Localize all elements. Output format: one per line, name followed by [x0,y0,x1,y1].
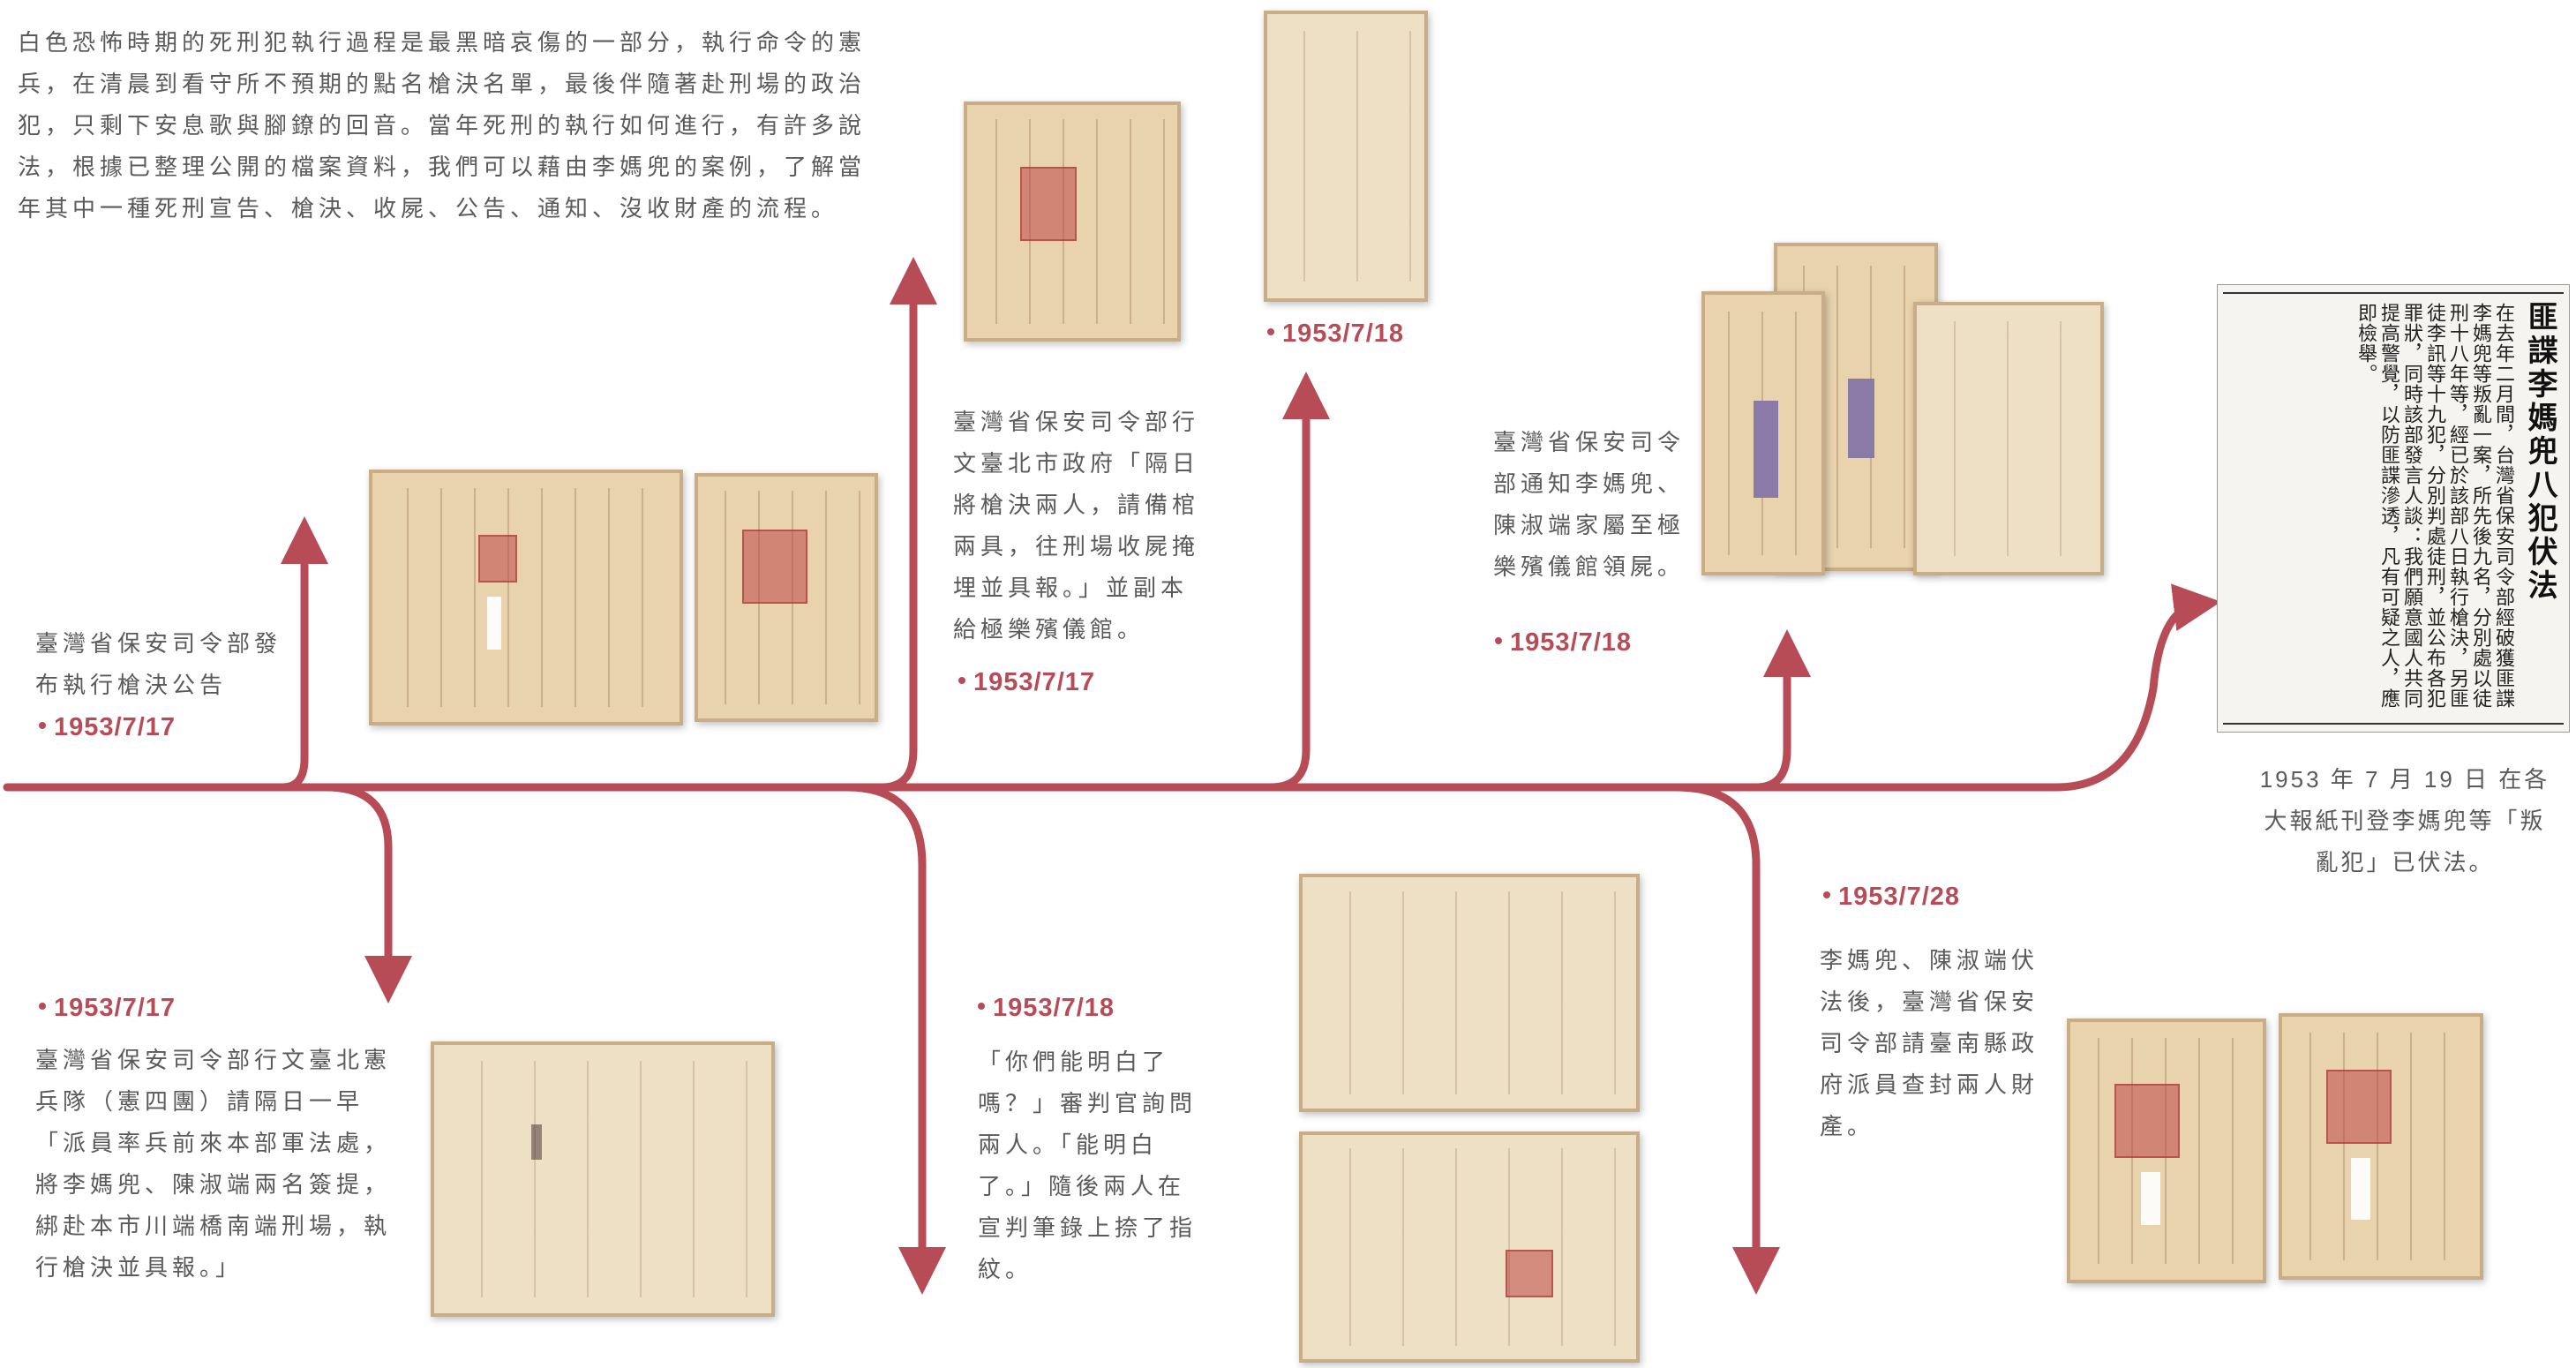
bullet-icon [1823,891,1830,899]
event-5-date: 1953/7/18 [1267,319,1404,349]
document-image [1913,302,2104,575]
branch-up-3 [1266,372,1330,792]
event-3-date: 1953/7/17 [958,668,1095,697]
branch-up-2 [878,257,937,792]
branch-down-3 [1672,783,1780,1295]
event-1-date: 1953/7/17 [39,713,176,742]
document-image [2279,1013,2483,1280]
newspaper-headline: 匪諜李媽兜八犯伏法 [2522,301,2557,603]
bullet-icon [1495,637,1502,645]
event-6-date: 1953/7/18 [1495,628,1632,658]
event-1-text: 臺灣省保安司令部發布執行槍決公告 [35,630,282,698]
bullet-icon [978,1003,985,1011]
branch-down-1 [322,783,412,1003]
event-6-text: 臺灣省保安司令部通知李媽兜、陳淑端家屬至極樂殯儀館領屍。 [1493,429,1686,580]
event-2-date: 1953/7/17 [39,994,176,1023]
intro-paragraph: 白色恐怖時期的死刑犯執行過程是最黑暗哀傷的一部分，執行命令的憲兵，在清晨到看守所… [18,29,867,222]
bullet-icon [39,722,46,730]
document-image [695,473,878,722]
document-image [1299,874,1640,1112]
bullet-icon [1267,328,1274,336]
event-3-text: 臺灣省保安司令部行文臺北市政府「隔日將槍決兩人，請備棺兩具，往刑場收屍掩埋並具報… [953,409,1200,643]
document-image [1299,1131,1640,1363]
event-4-date: 1953/7/18 [978,994,1115,1023]
bullet-icon [39,1003,46,1011]
document-image [1264,11,1428,302]
document-image [964,101,1181,342]
newspaper-clipping: 匪諜李媽兜八犯伏法 在去年二月間，台灣省保安司令部經破獲匪諜李媽兜等叛亂一案，所… [2217,284,2570,733]
newspaper-caption: 1953 年 7 月 19 日 在各大報紙刊登李媽兜等「叛亂犯」已伏法。 [2259,766,2550,876]
document-image [1701,291,1825,575]
event-4-text: 「你們能明白了嗎？」審判官詢問兩人。「能明白了。」隨後兩人在宣判筆錄上捺了指紋。 [978,1049,1198,1282]
document-image [369,470,683,725]
event-7-text: 李媽兜、陳淑端伏法後，臺灣省保安司令部請臺南縣政府派員查封兩人財產。 [1820,947,2039,1139]
document-image [2067,1018,2266,1283]
branch-end [2052,583,2221,792]
branch-up-1 [278,516,328,792]
document-image [431,1041,775,1317]
branch-down-2 [843,783,946,1295]
event-7-date: 1953/7/28 [1823,883,1960,912]
newspaper-body: 在去年二月間，台灣省保安司令部經破獲匪諜李媽兜等叛亂一案，所先後九名，分別處以徒… [2354,303,2514,709]
event-2-text: 臺灣省保安司令部行文臺北憲兵隊（憲四團）請隔日一早「派員率兵前來本部軍法處，將李… [35,1047,392,1281]
branch-up-4 [1752,629,1811,792]
bullet-icon [958,677,965,685]
